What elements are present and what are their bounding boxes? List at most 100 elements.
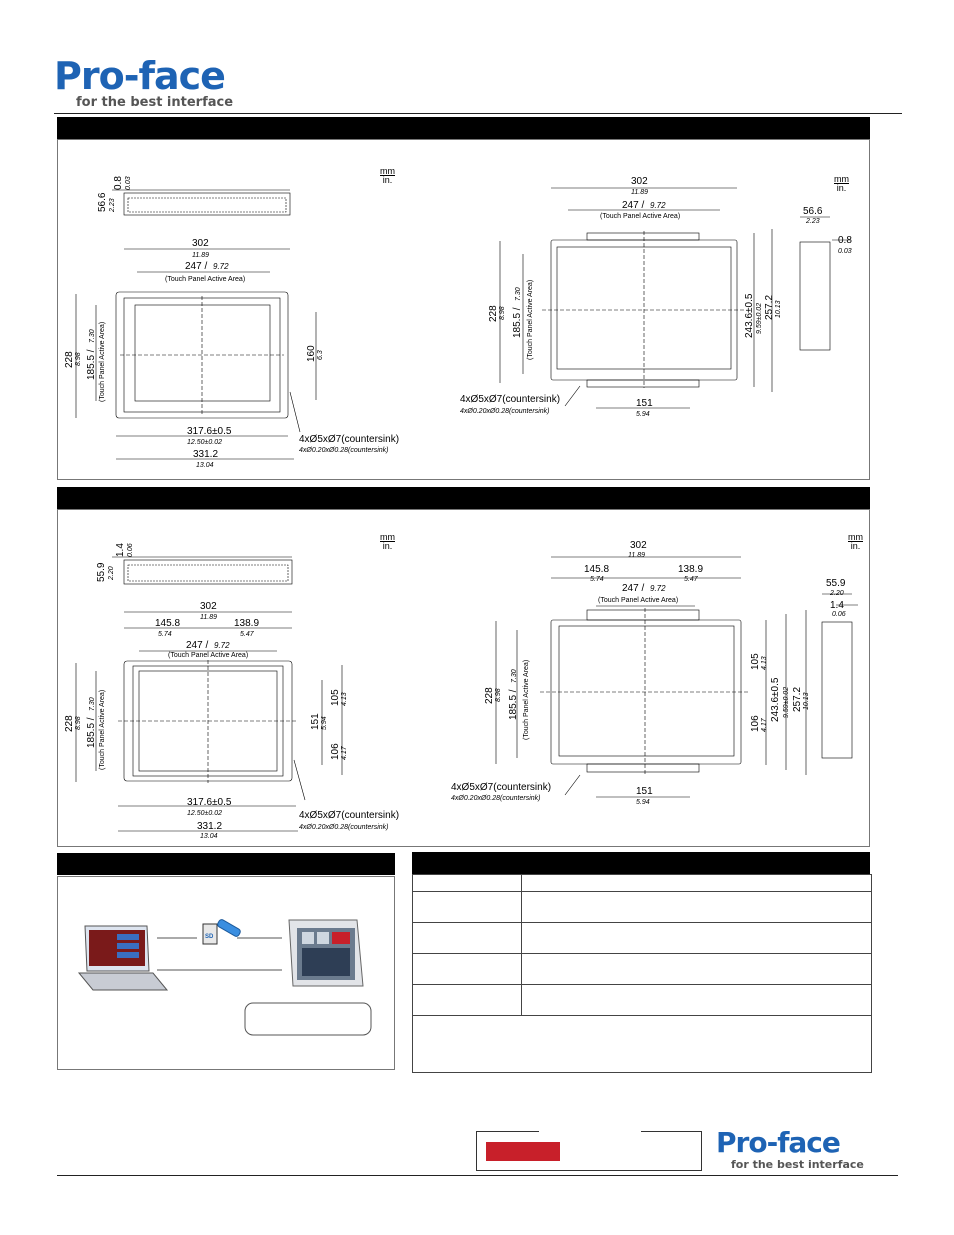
d1r-flange-in: 0.03 <box>838 248 852 255</box>
d2r-mount-h-in: 9.59±0.02 <box>783 687 790 718</box>
d2l-outer-w: 331.2 <box>197 821 222 832</box>
d2l-hole: 4xØ5xØ7(countersink) <box>299 810 399 821</box>
d1r-outer-h: 257.2 <box>764 295 775 320</box>
d1l-depth-in: 2.23 <box>109 198 116 213</box>
d2l-down: 106 <box>330 743 341 760</box>
d1l-mount-w: 317.6±0.5 <box>187 426 232 437</box>
footer-box-gap <box>539 1130 641 1134</box>
d2l-height: 228 <box>64 715 75 732</box>
d2l-up: 105 <box>330 689 341 706</box>
d2l-half-r-in: 5.47 <box>240 631 255 638</box>
d2r-depth-in: 2.20 <box>829 590 844 597</box>
header-rule <box>54 113 902 114</box>
d2r-active-label: (Touch Panel Active Area) <box>598 597 678 604</box>
d2l-depth-in: 2.20 <box>108 566 115 581</box>
d1l-flange: 0.8 <box>113 176 124 190</box>
d2r-active-h-in: 7.30 <box>511 669 518 683</box>
d2l-half-l: 145.8 <box>155 618 180 629</box>
drawing-panel-1 <box>57 139 870 480</box>
d1l-active-label-v: (Touch Panel Active Area) <box>99 322 106 402</box>
laptop-icon <box>77 925 169 991</box>
d1l-active-h: 185.5 / <box>86 349 97 380</box>
d2r-up: 105 <box>750 653 761 670</box>
d2r-height: 228 <box>484 687 495 704</box>
d1r-outer-h-in: 10.13 <box>775 300 782 318</box>
red-badge <box>486 1142 560 1161</box>
d2r-half-l-in: 5.74 <box>590 576 604 583</box>
svg-text:SD: SD <box>205 934 214 940</box>
d2r-bottom-in: 5.94 <box>636 799 650 806</box>
d1r-hole: 4xØ5xØ7(countersink) <box>460 394 560 405</box>
brand-tagline: for the best interface <box>76 95 234 110</box>
callout-box <box>244 1002 372 1036</box>
footer-brand-tagline: for the best interface <box>731 1158 864 1171</box>
d1r-active-h-in: 7.30 <box>515 287 522 301</box>
d2r-width-in: 11.89 <box>628 552 645 559</box>
d2l-outer-w-in: 13.04 <box>200 833 218 840</box>
d1l-outer-w: 331.2 <box>193 449 218 460</box>
d2l-width: 302 <box>200 601 217 612</box>
d1l-mount-w-in: 12.50±0.02 <box>187 439 222 446</box>
d1l-height: 228 <box>64 351 75 368</box>
d1l-active-w: 247 / <box>185 261 207 272</box>
d2l-mount-w-in: 12.50±0.02 <box>187 810 222 817</box>
d2r-active-label-v: (Touch Panel Active Area) <box>523 660 530 740</box>
d2r-mount-h: 243.6±0.5 <box>770 677 781 722</box>
d1r-depth: 56.6 <box>803 206 823 217</box>
d2l-active-w-in: 9.72 <box>214 641 230 650</box>
d2l-active-h-in: 7.30 <box>89 697 96 711</box>
d1l-height-in: 8.98 <box>75 352 82 366</box>
footer-brand-logo: Pro-face <box>716 1126 841 1159</box>
usb-stick-icon <box>217 919 241 937</box>
d2r-active-w: 247 / <box>622 583 644 594</box>
footer-rule <box>57 1175 898 1176</box>
d1l-side: 160 <box>306 345 317 362</box>
d2r-hole-in: 4xØ0.20xØ0.28(countersink) <box>451 795 541 802</box>
d1l-active-h-in: 7.30 <box>89 329 96 343</box>
table-row <box>413 984 871 1015</box>
table-row <box>413 922 871 953</box>
section-band-3 <box>57 853 395 875</box>
d1l-hole-in: 4xØ0.20xØ0.28(countersink) <box>299 447 389 454</box>
d1r-active-w: 247 / <box>622 200 644 211</box>
d1r-bottom: 151 <box>636 398 653 409</box>
d2l-hole-in: 4xØ0.20xØ0.28(countersink) <box>299 824 389 831</box>
d1r-active-w-in: 9.72 <box>650 201 666 210</box>
table-row <box>413 1015 871 1072</box>
d2l-active-w: 247 / <box>186 640 208 651</box>
d2r-outer-h-in: 10.13 <box>803 692 810 710</box>
d1l-width-in: 11.89 <box>192 252 209 259</box>
d2l-depth: 55.9 <box>96 562 107 582</box>
d1l-width: 302 <box>192 238 209 249</box>
d2r-height-in: 8.98 <box>495 688 502 702</box>
d1l-outer-w-in: 13.04 <box>196 462 214 469</box>
d1l-depth: 56.6 <box>97 192 108 212</box>
d2l-up-in: 4.13 <box>341 692 348 706</box>
d2r-flange-in: 0.06 <box>832 611 846 618</box>
d2r-outer-h: 257.2 <box>792 687 803 712</box>
d1l-active-w-in: 9.72 <box>213 262 229 271</box>
d2l-width-in: 11.89 <box>200 614 217 621</box>
d1l-hole: 4xØ5xØ7(countersink) <box>299 434 399 445</box>
connection-illustration: SD <box>77 919 372 1036</box>
section-band-4 <box>412 852 870 874</box>
d1r-width-in: 11.89 <box>631 189 648 196</box>
d2l-mount-w: 317.6±0.5 <box>187 797 232 808</box>
d2r-depth: 55.9 <box>826 578 846 589</box>
table-row <box>413 891 871 922</box>
d2r-down-in: 4.17 <box>761 717 768 732</box>
d1r-bottom-in: 5.94 <box>636 411 650 418</box>
d1r-flange: 0.8 <box>838 235 852 246</box>
d2l-active-label: (Touch Panel Active Area) <box>168 652 248 659</box>
table-row <box>413 874 871 891</box>
d2r-active-w-in: 9.72 <box>650 584 666 593</box>
d2r-bottom: 151 <box>636 786 653 797</box>
d1r-mount-h: 243.6±0.5 <box>744 293 755 338</box>
d1r-active-h: 185.5 / <box>512 307 523 338</box>
d1l-active-label: (Touch Panel Active Area) <box>165 276 245 283</box>
section-band-2 <box>57 487 870 509</box>
d2l-active-label-v: (Touch Panel Active Area) <box>99 690 106 770</box>
brand-logo: Pro-face <box>54 54 226 98</box>
